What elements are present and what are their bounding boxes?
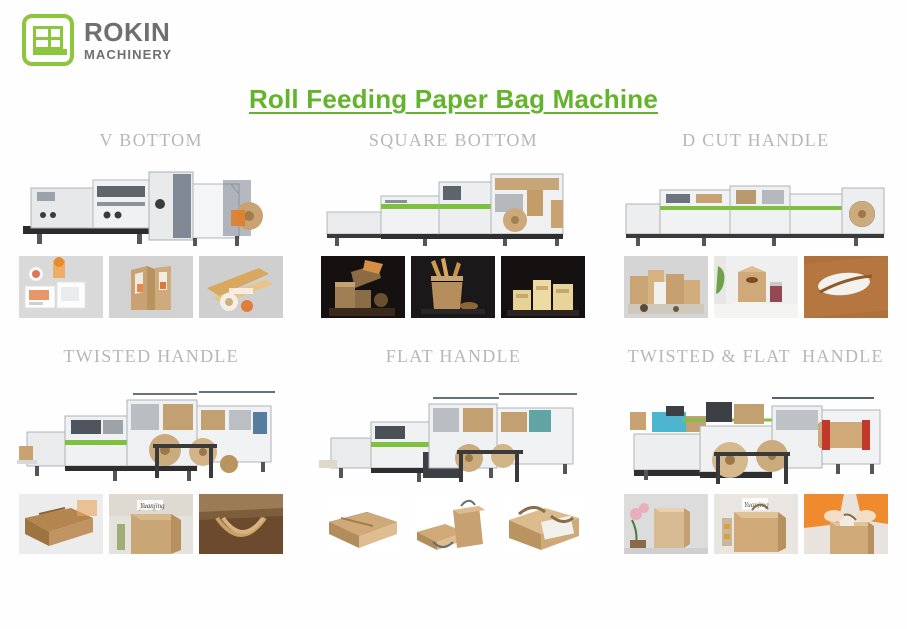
thumbnail-1[interactable] (713, 256, 798, 318)
twisted-handle-machine-image[interactable] (17, 376, 285, 488)
thumbnail-2[interactable] (199, 494, 284, 554)
thumbnail-0[interactable] (19, 256, 104, 318)
thumbnail-0[interactable] (19, 494, 104, 554)
machine-grid: V BOTTOM (0, 126, 907, 554)
thumbnail-2[interactable] (501, 494, 586, 554)
thumbnail-1[interactable] (411, 494, 496, 554)
product-thumbnails (317, 494, 589, 554)
thumbnail-0[interactable] (321, 256, 406, 318)
page-title: Roll Feeding Paper Bag Machine (248, 84, 659, 114)
section-label: FLAT HANDLE (385, 346, 522, 366)
section-label: V BOTTOM (99, 130, 203, 150)
twisted-and-flat-handle-machine-image[interactable] (622, 376, 890, 488)
brand-logo: ROKIN MACHINERY (22, 14, 172, 66)
thumbnail-0[interactable] (623, 256, 708, 318)
machine-row-top: V BOTTOM (0, 126, 907, 318)
svg-text:Yuanjing: Yuanjing (140, 502, 165, 510)
v-bottom-machine-image[interactable] (17, 160, 285, 248)
thumbnail-2[interactable] (501, 256, 586, 318)
section-twisted-and-flat-handle[interactable]: TWISTED & FLAT HANDLE (605, 342, 907, 554)
section-flat-handle[interactable]: FLAT HANDLE (302, 342, 604, 554)
product-thumbnails: Yuanjing (15, 494, 287, 554)
thumbnail-1[interactable]: Yuanjing (713, 494, 798, 554)
section-twisted-handle[interactable]: TWISTED HANDLE (0, 342, 302, 554)
section-square-bottom[interactable]: SQUARE BOTTOM (302, 126, 604, 318)
product-thumbnails (15, 256, 287, 318)
flat-handle-machine-image[interactable] (319, 376, 587, 488)
section-label: D CUT HANDLE (682, 130, 830, 150)
thumbnail-2[interactable] (803, 256, 888, 318)
page-header: ROKIN MACHINERY (0, 0, 907, 80)
section-label: TWISTED HANDLE (63, 346, 239, 366)
brand-subtitle: MACHINERY (84, 47, 173, 62)
brand-name: ROKIN (84, 17, 171, 47)
thumbnail-0[interactable] (623, 494, 708, 554)
thumbnail-1[interactable] (411, 256, 496, 318)
thumbnail-2[interactable] (199, 256, 284, 318)
thumbnail-1[interactable]: Yuanjing (109, 494, 194, 554)
section-label: TWISTED & FLAT HANDLE (627, 346, 884, 366)
machine-row-bottom: TWISTED HANDLE (0, 342, 907, 554)
product-thumbnails (317, 256, 589, 318)
thumbnail-2[interactable] (803, 494, 888, 554)
section-d-cut-handle[interactable]: D CUT HANDLE (605, 126, 907, 318)
thumbnail-0[interactable] (321, 494, 406, 554)
section-v-bottom[interactable]: V BOTTOM (0, 126, 302, 318)
d-cut-handle-machine-image[interactable] (622, 160, 890, 248)
square-bottom-machine-image[interactable] (319, 160, 587, 248)
product-thumbnails: Yuanjing (620, 494, 892, 554)
section-label: SQUARE BOTTOM (368, 130, 538, 150)
product-thumbnails (620, 256, 892, 318)
thumbnail-1[interactable] (109, 256, 194, 318)
rokin-grid-logo-icon (22, 14, 74, 66)
